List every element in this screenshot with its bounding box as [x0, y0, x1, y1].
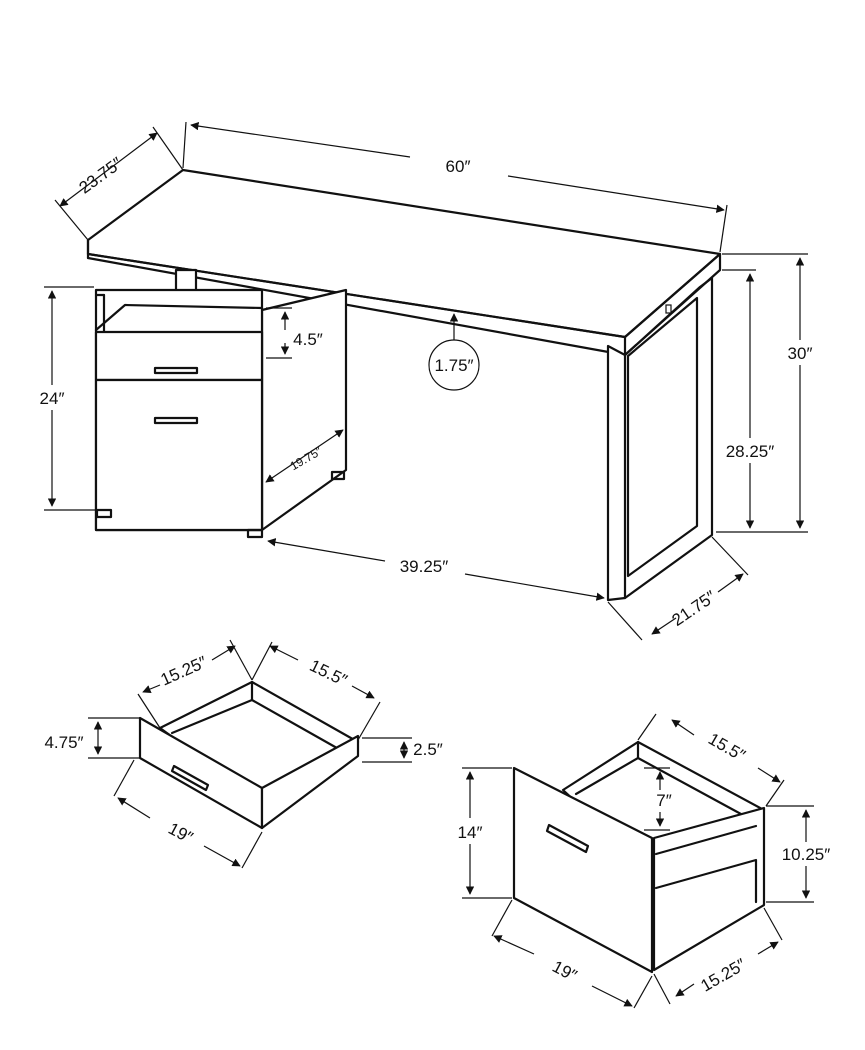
file-drawer-inner-width-label: 15.25″: [697, 955, 749, 996]
desk-height-label: 30″: [788, 344, 813, 363]
desk-depth-label: 23.75″: [76, 154, 126, 198]
leg-clearance-label: 28.25″: [726, 442, 775, 461]
file-drawer-drawing: [512, 740, 766, 974]
file-drawer-inner-height-label: 7″: [656, 791, 671, 810]
leg-depth-label: 21.75″: [668, 587, 719, 630]
small-drawer-width-label: 15.25″: [158, 652, 210, 689]
shelf-height-label: 4.5″: [293, 330, 323, 349]
drawer-cabinet: [94, 268, 348, 539]
cabinet-height-label: 24″: [40, 389, 65, 408]
small-drawer-front-width-label: 19″: [165, 819, 196, 847]
desk-drawing: [86, 168, 722, 602]
metal-leg: [606, 276, 714, 602]
small-drawer-depth-label: 15.5″: [307, 656, 350, 690]
file-drawer-depth-label: 15.5″: [705, 729, 748, 765]
desktop: [86, 168, 722, 357]
file-drawer-front-height-label: 14″: [458, 823, 483, 842]
grommet-label: 1.75″: [434, 356, 473, 375]
small-drawer-inner-height-label: 2.5″: [413, 740, 443, 759]
small-drawer-drawing: [138, 680, 360, 830]
desk-width-label: 60″: [446, 157, 471, 176]
file-drawer-front-width-label: 19″: [549, 957, 580, 985]
knee-space-label: 39.25″: [400, 557, 449, 576]
small-drawer-front-height-label: 4.75″: [44, 733, 83, 752]
file-drawer-box-height-label: 10.25″: [782, 845, 831, 864]
